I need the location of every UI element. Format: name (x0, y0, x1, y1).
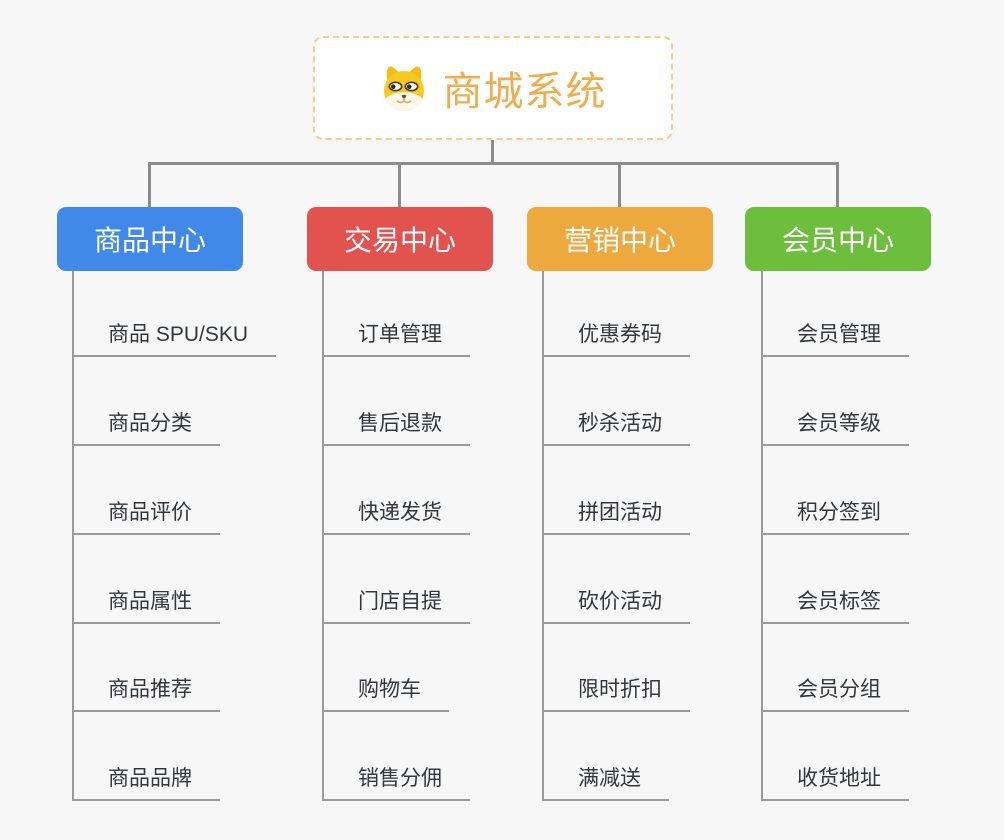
connector-drop-member (836, 164, 839, 208)
child-node[interactable]: 商品评价 (74, 495, 220, 535)
root-title: 商城系统 (442, 70, 607, 114)
branch-children-trade: 订单管理 售后退款 快递发货 门店自提 购物车 销售分佣 (322, 271, 470, 801)
child-node[interactable]: 商品分类 (74, 406, 220, 446)
shiba-dog-icon (380, 64, 428, 112)
child-node[interactable]: 会员分组 (763, 672, 909, 712)
child-node[interactable]: 收货地址 (763, 761, 909, 801)
branch-children-marketing: 优惠券码 秒杀活动 拼团活动 砍价活动 限时折扣 满减送 (542, 271, 690, 801)
child-node[interactable]: 满减送 (544, 761, 669, 801)
child-node[interactable]: 砍价活动 (544, 584, 690, 624)
child-node[interactable]: 快递发货 (324, 495, 470, 535)
branch-node-product-center[interactable]: 商品中心 (57, 207, 243, 271)
child-node[interactable]: 销售分佣 (324, 761, 470, 801)
child-node[interactable]: 订单管理 (324, 317, 470, 357)
root-node-mall-system[interactable]: 商城系统 (313, 36, 673, 140)
child-node[interactable]: 商品推荐 (74, 672, 220, 712)
child-node[interactable]: 商品品牌 (74, 761, 220, 801)
branch-children-member: 会员管理 会员等级 积分签到 会员标签 会员分组 收货地址 (761, 271, 909, 801)
branch-node-trade-center[interactable]: 交易中心 (307, 207, 493, 271)
child-node[interactable]: 商品 SPU/SKU (74, 317, 277, 357)
branch-children-product: 商品 SPU/SKU 商品分类 商品评价 商品属性 商品推荐 商品品牌 (72, 271, 277, 801)
branch-node-member-center[interactable]: 会员中心 (745, 207, 931, 271)
child-node[interactable]: 会员等级 (763, 406, 909, 446)
child-node[interactable]: 售后退款 (324, 406, 470, 446)
child-node[interactable]: 拼团活动 (544, 495, 690, 535)
child-node[interactable]: 优惠券码 (544, 317, 690, 357)
connector-drop-product (148, 164, 151, 208)
child-node[interactable]: 会员标签 (763, 584, 909, 624)
connector-drop-trade (398, 164, 401, 208)
child-node[interactable]: 积分签到 (763, 495, 909, 535)
child-node[interactable]: 会员管理 (763, 317, 909, 357)
child-node[interactable]: 秒杀活动 (544, 406, 690, 446)
child-node[interactable]: 门店自提 (324, 584, 470, 624)
connector-root-stub (491, 140, 494, 163)
branch-node-marketing-center[interactable]: 营销中心 (527, 207, 713, 271)
child-node[interactable]: 商品属性 (74, 584, 220, 624)
connector-drop-marketing (618, 164, 621, 208)
connector-bus (148, 162, 839, 165)
child-node[interactable]: 限时折扣 (544, 672, 690, 712)
child-node[interactable]: 购物车 (324, 672, 449, 712)
